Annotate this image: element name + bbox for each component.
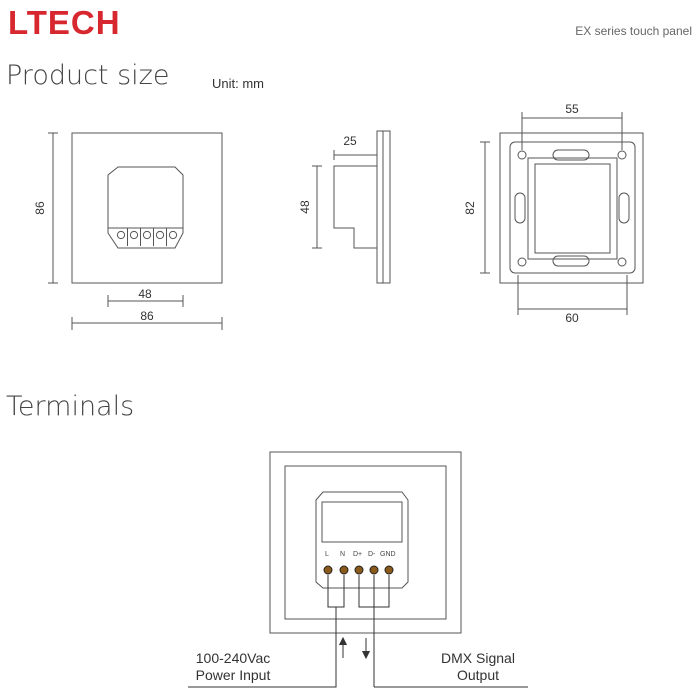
side-view [312, 130, 391, 284]
terminal-label-l: L [325, 551, 329, 558]
front-inner-width-dim: 48 [138, 287, 152, 301]
front-terminal-holes [116, 228, 178, 246]
product-size-title: Product size [6, 60, 170, 91]
front-width-dim: 86 [140, 309, 154, 323]
power-wires [188, 575, 347, 688]
terminal-label-dminus: D- [368, 551, 376, 558]
dmx-wires [358, 575, 528, 688]
document-subtitle: EX series touch panel [575, 24, 692, 38]
terminals-title: Terminals [6, 391, 135, 422]
dmx-caption-line1: DMX Signal [441, 650, 515, 666]
power-caption-line1: 100-240Vac [196, 650, 270, 666]
back-top-width-dim: 55 [565, 102, 579, 116]
brand-logo: LTECH [8, 4, 121, 41]
front-height-dim: 86 [33, 201, 47, 215]
back-height-dim: 82 [463, 201, 477, 215]
terminals-diagram [269, 451, 462, 634]
front-view [48, 132, 223, 330]
side-depth-dim: 25 [343, 134, 357, 148]
terminal-label-n: N [340, 551, 345, 558]
unit-label: Unit: mm [212, 76, 264, 91]
dmx-caption-line2: Output [457, 667, 499, 683]
back-bottom-width-dim: 60 [565, 311, 579, 325]
terminal-label-dplus: D+ [353, 551, 362, 558]
back-view [480, 112, 644, 315]
power-caption-line2: Power Input [196, 667, 271, 683]
side-height-dim: 48 [298, 200, 312, 214]
terminal-label-gnd: GND [380, 551, 396, 558]
terminal-dots [323, 565, 394, 575]
